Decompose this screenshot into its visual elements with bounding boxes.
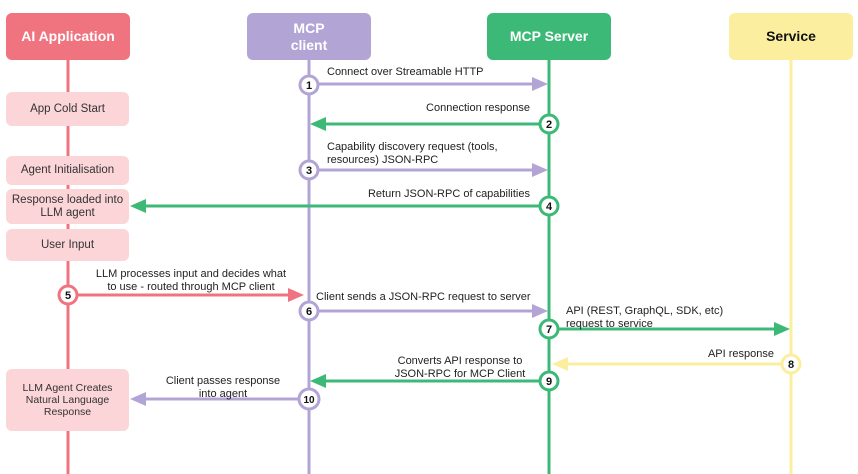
note-llm-creates-response: LLM Agent Creates Natural Language Respo…: [6, 369, 129, 431]
arrowhead-8: [552, 357, 568, 371]
step-marker-5: 5: [57, 284, 79, 306]
step-marker-6: 6: [298, 300, 320, 322]
step-marker-1: 1: [298, 74, 320, 96]
svg-text:3: 3: [306, 165, 312, 177]
svg-text:4: 4: [546, 201, 553, 213]
message-label-5: LLM processes input and decides what to …: [95, 268, 287, 293]
message-label-9: Converts API response to JSON-RPC for MC…: [394, 355, 526, 380]
note-user-input: User Input: [6, 229, 129, 261]
step-marker-9: 9: [538, 370, 560, 392]
message-label-10: Client passes response into agent: [165, 375, 281, 400]
message-label-8: API response: [707, 348, 774, 360]
svg-text:6: 6: [306, 306, 312, 318]
message-label-3: Capability discovery request (tools, res…: [327, 141, 498, 166]
message-label-4: Return JSON-RPC of capabilities: [367, 188, 530, 200]
message-label-7: API (REST, GraphQL, SDK, etc) request to…: [566, 305, 724, 330]
note-agent-initialisation: Agent Initialisation: [6, 156, 129, 185]
svg-text:10: 10: [303, 395, 315, 406]
note-app-cold-start: App Cold Start: [6, 92, 129, 126]
arrowhead-10: [130, 392, 146, 406]
arrowhead-4: [130, 199, 146, 213]
note-response-loaded: Response loaded into LLM agent: [6, 189, 129, 224]
svg-text:2: 2: [546, 119, 552, 131]
step-marker-2: 2: [538, 113, 560, 135]
arrowhead-2: [310, 117, 326, 131]
message-label-6: Client sends a JSON-RPC request to serve…: [316, 291, 531, 303]
svg-text:1: 1: [306, 80, 312, 92]
arrowhead-5: [288, 288, 304, 302]
participant-service: Service: [729, 13, 853, 60]
arrowhead-6: [532, 304, 548, 318]
message-label-2: Connection response: [426, 102, 530, 114]
participant-mcp-client: MCP client: [247, 13, 371, 60]
arrowhead-9: [310, 374, 326, 388]
message-label-1: Connect over Streamable HTTP: [327, 66, 484, 78]
step-marker-8: 8: [780, 353, 802, 375]
svg-text:9: 9: [546, 376, 552, 388]
arrowhead-7: [774, 322, 790, 336]
svg-text:7: 7: [546, 324, 552, 336]
step-marker-3: 3: [298, 159, 320, 181]
arrowhead-1: [532, 77, 548, 91]
step-marker-4: 4: [538, 195, 560, 217]
svg-text:8: 8: [788, 359, 794, 371]
participant-mcp-server: MCP Server: [487, 13, 611, 60]
participant-ai-application: AI Application: [6, 13, 130, 60]
step-marker-10: 10: [297, 387, 321, 411]
arrowhead-3: [532, 163, 548, 177]
svg-text:5: 5: [65, 290, 71, 302]
step-marker-7: 7: [538, 318, 560, 340]
